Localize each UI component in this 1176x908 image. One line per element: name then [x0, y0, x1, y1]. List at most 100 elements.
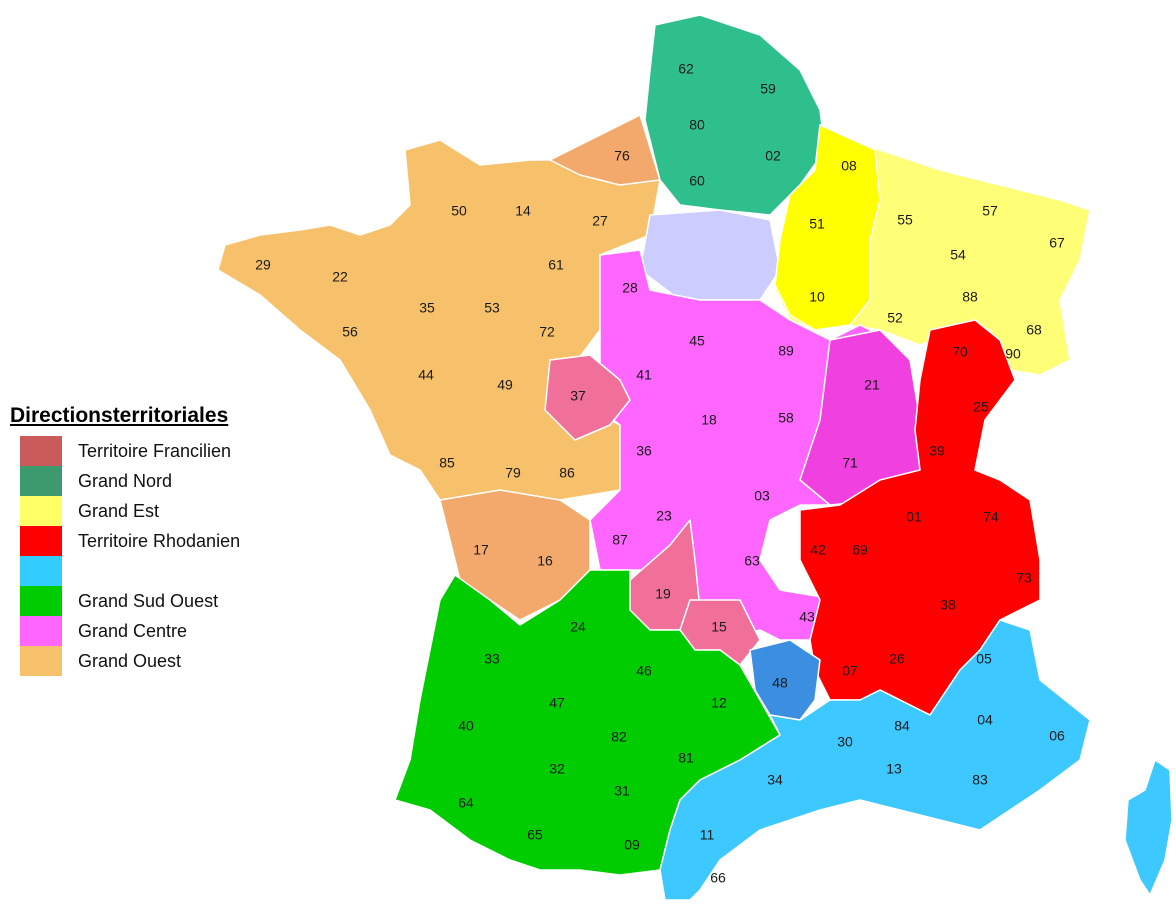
department-label-70: 70 — [952, 344, 968, 360]
department-label-86: 86 — [559, 465, 575, 481]
department-label-04: 04 — [977, 712, 993, 728]
legend-label: Grand Ouest — [78, 650, 182, 671]
department-label-01: 01 — [906, 509, 922, 525]
legend-label: Territoire Rhodanien — [78, 530, 241, 551]
region-shape-idf — [639, 209, 781, 301]
legend-label: Territoire Francilien — [78, 440, 232, 461]
department-label-48: 48 — [772, 675, 788, 691]
department-label-84: 84 — [894, 718, 910, 734]
department-label-63: 63 — [744, 553, 760, 569]
department-label-19: 19 — [655, 586, 671, 602]
department-label-38: 38 — [940, 597, 956, 613]
legend-swatch — [20, 436, 62, 466]
department-label-36: 36 — [636, 443, 652, 459]
department-label-83: 83 — [972, 772, 988, 788]
department-label-06: 06 — [1049, 728, 1065, 744]
region-shape-normandie — [549, 114, 661, 186]
legend-swatch — [20, 556, 62, 586]
legend-swatch — [20, 616, 62, 646]
region-shape-sudest — [659, 619, 1091, 901]
department-label-30: 30 — [837, 734, 853, 750]
department-label-82: 82 — [611, 729, 627, 745]
legend-swatch — [20, 646, 62, 676]
department-label-34: 34 — [767, 772, 783, 788]
department-label-43: 43 — [799, 609, 815, 625]
department-label-73: 73 — [1016, 570, 1032, 586]
region-grand-est[interactable] — [774, 124, 1091, 376]
department-label-81: 81 — [678, 750, 694, 766]
department-label-16: 16 — [537, 553, 553, 569]
department-label-32: 32 — [549, 761, 565, 777]
department-label-02: 02 — [765, 148, 781, 164]
department-label-37: 37 — [570, 388, 586, 404]
department-label-71: 71 — [842, 455, 858, 471]
legend-item: Grand Centre — [10, 612, 310, 650]
department-label-10: 10 — [809, 289, 825, 305]
department-label-88: 88 — [962, 289, 978, 305]
department-label-39: 39 — [929, 443, 945, 459]
department-label-65: 65 — [527, 827, 543, 843]
department-label-47: 47 — [549, 695, 565, 711]
department-label-13: 13 — [886, 761, 902, 777]
region-grand-centre[interactable] — [544, 249, 921, 666]
department-label-03: 03 — [754, 488, 770, 504]
department-label-18: 18 — [701, 412, 717, 428]
department-label-11: 11 — [700, 827, 715, 843]
department-label-33: 33 — [484, 651, 500, 667]
department-label-85: 85 — [439, 455, 455, 471]
department-label-64: 64 — [458, 795, 474, 811]
department-label-12: 12 — [711, 695, 727, 711]
department-label-49: 49 — [497, 377, 513, 393]
department-label-40: 40 — [458, 718, 474, 734]
legend-swatch — [20, 586, 62, 616]
legend-item — [10, 552, 310, 590]
legend-item: Grand Ouest — [10, 642, 310, 680]
legend-item: Territoire Rhodanien — [10, 522, 310, 560]
department-label-21: 21 — [864, 377, 880, 393]
region-lozere[interactable] — [749, 639, 821, 721]
legend-item: Territoire Francilien — [10, 432, 310, 470]
region-ile-de-france[interactable] — [639, 209, 781, 301]
department-label-28: 28 — [622, 280, 638, 296]
legend-item: Grand Nord — [10, 462, 310, 500]
department-label-80: 80 — [689, 117, 705, 133]
department-label-22: 22 — [332, 269, 348, 285]
department-label-42: 42 — [810, 542, 826, 558]
department-label-07: 07 — [842, 663, 858, 679]
department-label-23: 23 — [656, 508, 672, 524]
region-sud-est[interactable] — [659, 619, 1173, 901]
department-label-27: 27 — [592, 213, 608, 229]
legend-item: Grand Sud Ouest — [10, 582, 310, 620]
region-grand-nord[interactable] — [644, 14, 826, 216]
department-label-15: 15 — [711, 619, 727, 635]
region-shape-est-core — [774, 124, 881, 331]
legend-label: Grand Nord — [78, 470, 173, 491]
department-label-62: 62 — [678, 61, 694, 77]
department-label-31: 31 — [614, 783, 630, 799]
department-label-26: 26 — [889, 651, 905, 667]
department-label-76: 76 — [614, 148, 630, 164]
region-shape-48 — [749, 639, 821, 721]
legend-label: Grand Est — [78, 500, 160, 521]
region-shape-nord — [644, 14, 826, 216]
department-label-55: 55 — [897, 212, 913, 228]
department-label-46: 46 — [636, 663, 652, 679]
region-grand-ouest[interactable] — [217, 114, 661, 621]
department-label-17: 17 — [473, 542, 489, 558]
department-label-05: 05 — [976, 651, 992, 667]
legend-swatch — [20, 526, 62, 556]
department-label-74: 74 — [983, 509, 999, 525]
department-label-54: 54 — [950, 247, 966, 263]
department-label-89: 89 — [778, 343, 794, 359]
department-label-09: 09 — [624, 837, 640, 853]
legend-label: Grand Sud Ouest — [78, 590, 219, 611]
department-label-29: 29 — [255, 257, 271, 273]
department-label-24: 24 — [570, 619, 586, 635]
department-label-72: 72 — [539, 324, 555, 340]
department-label-08: 08 — [841, 158, 857, 174]
department-label-59: 59 — [760, 81, 776, 97]
department-label-57: 57 — [982, 203, 998, 219]
department-label-90: 90 — [1005, 346, 1021, 362]
